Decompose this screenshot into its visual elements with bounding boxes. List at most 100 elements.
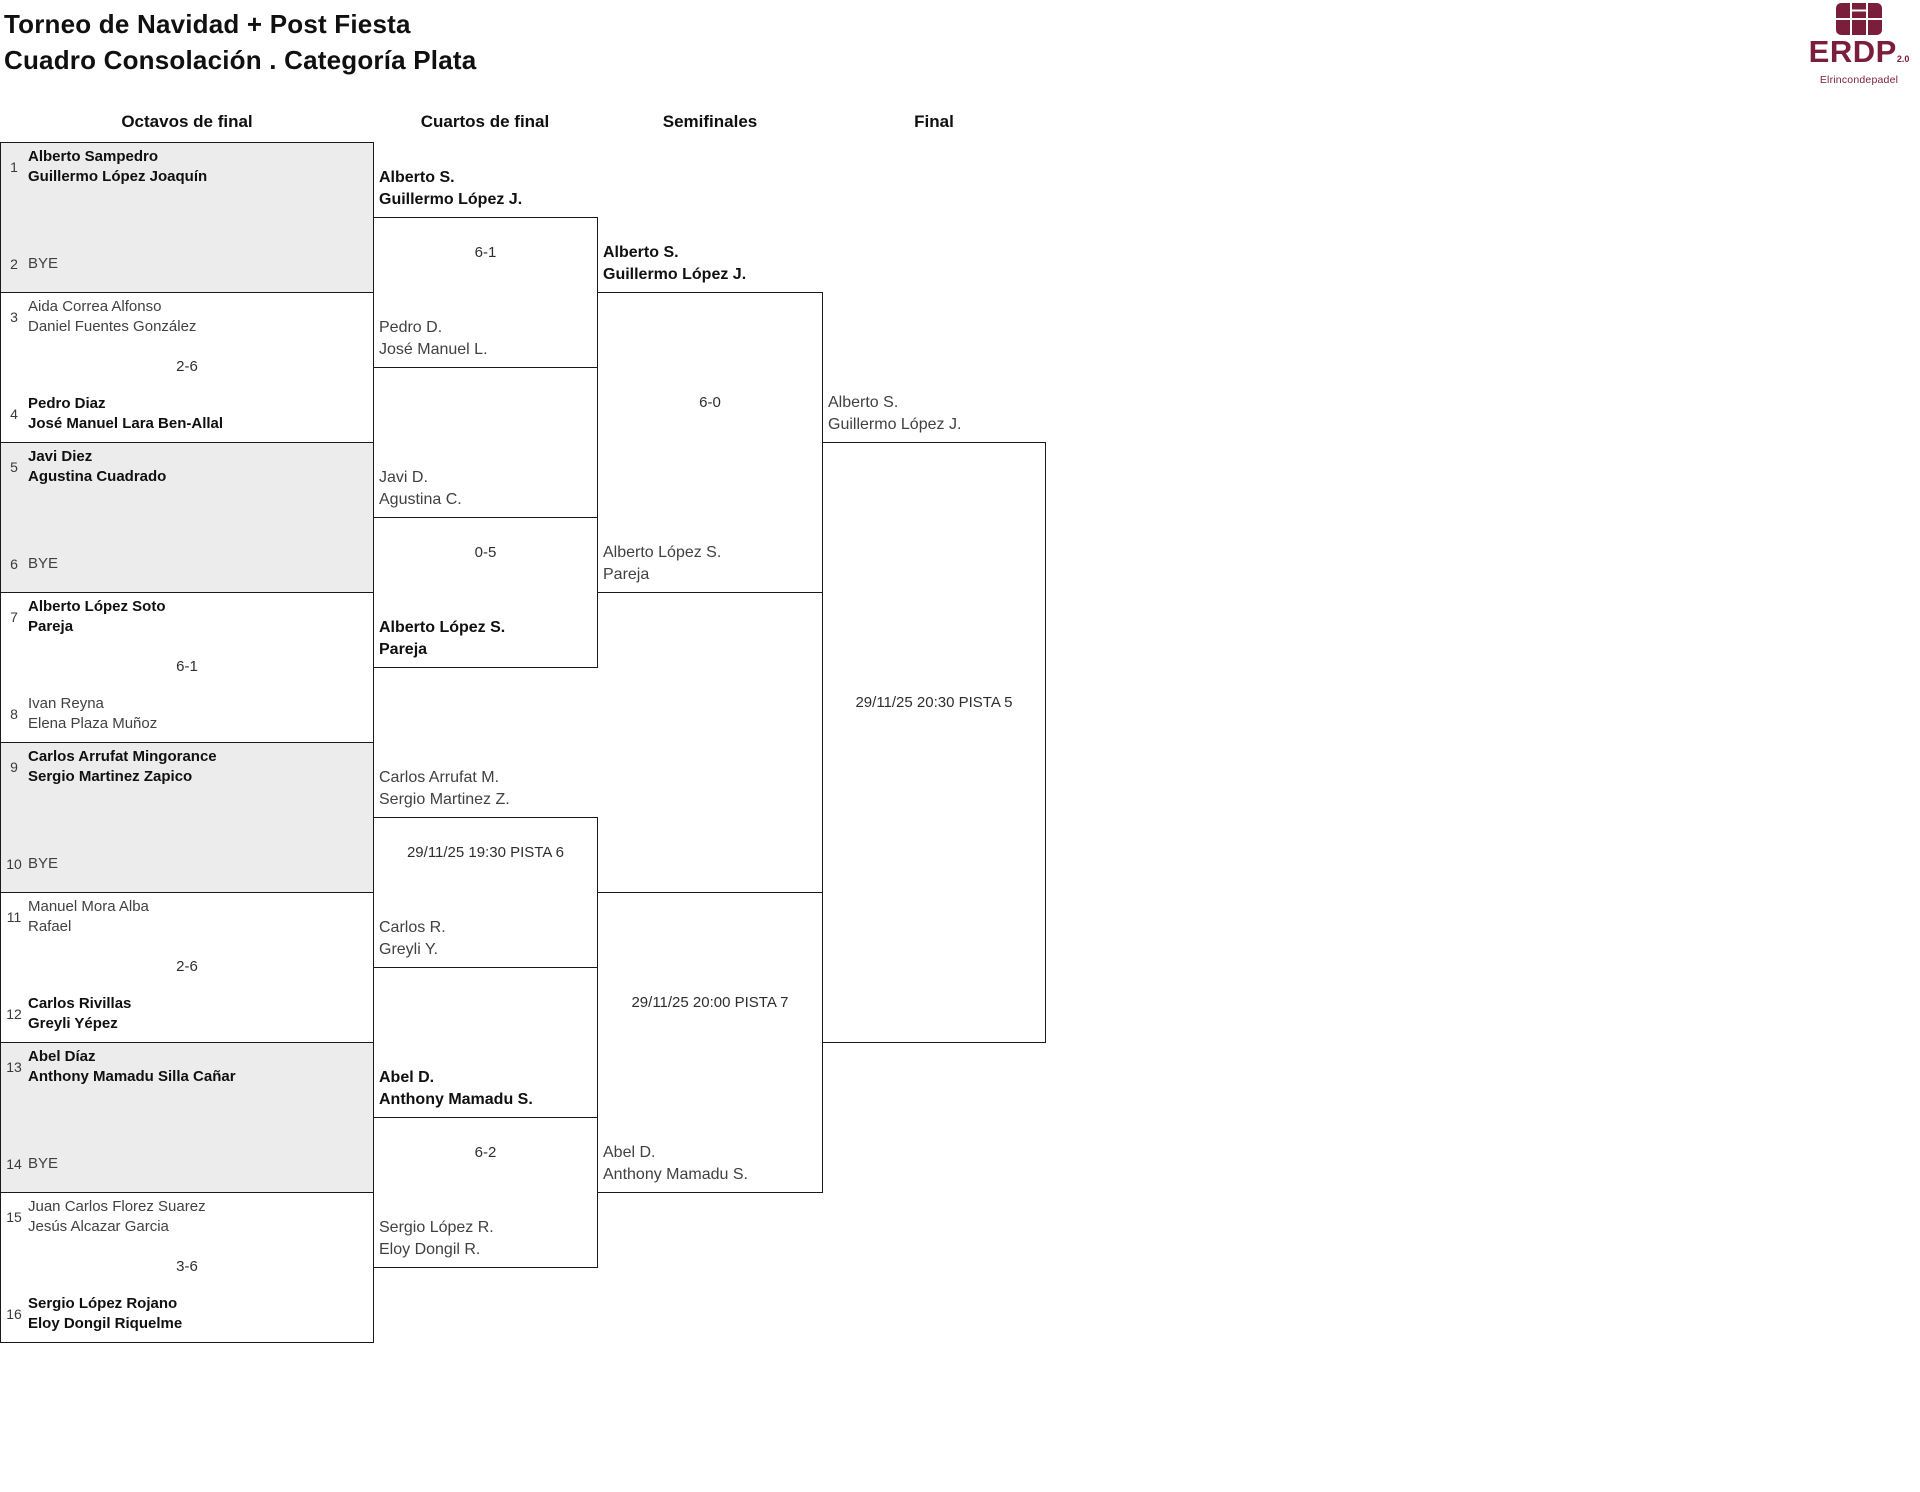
match-box-r16-1 <box>0 142 374 293</box>
participant-name: Greyli Y. <box>379 941 438 958</box>
team-name: Carlos Rivillas <box>28 995 132 1012</box>
match-score: 6-1 <box>474 244 497 261</box>
seed-label: 7 <box>10 609 18 625</box>
match-box-r16-8 <box>0 1192 374 1343</box>
team-name: Guillermo López Joaquín <box>28 168 208 185</box>
round-header-semifinales: Semifinales <box>662 112 758 131</box>
participant-name: Carlos Arrufat M. <box>379 769 500 786</box>
match-box-r16-5 <box>0 742 374 893</box>
participant-name: Pareja <box>379 641 428 658</box>
participant-name: Guillermo López J. <box>828 416 962 433</box>
match-box-sf-2 <box>597 892 823 1193</box>
seed-label: 2 <box>10 256 18 272</box>
seed-label: 3 <box>10 309 18 325</box>
brand-logo: ERDP2.0 Elrincondepadel <box>1800 3 1918 87</box>
participant-name: Pareja <box>603 566 650 583</box>
participant-name: Anthony Mamadu S. <box>603 1166 748 1183</box>
seed-label: 15 <box>6 1209 22 1225</box>
participant-name: Alberto S. <box>828 394 899 411</box>
team-name: Sergio Martinez Zapico <box>28 768 193 785</box>
team-name: Elena Plaza Muñoz <box>28 715 158 732</box>
seed-label: 14 <box>6 1156 22 1172</box>
team-name: Anthony Mamadu Silla Cañar <box>28 1068 236 1085</box>
participant-name: Javi D. <box>379 469 428 486</box>
team-name: Javi Diez <box>28 448 93 465</box>
team-name: Sergio López Rojano <box>28 1295 178 1312</box>
round-header-final: Final <box>914 112 954 131</box>
team-name: Rafael <box>28 918 72 935</box>
team-name: José Manuel Lara Ben-Allal <box>28 415 224 432</box>
participant-name: Anthony Mamadu S. <box>379 1091 533 1108</box>
participant-name: Pedro D. <box>379 319 443 336</box>
seed-label: 4 <box>10 406 18 422</box>
match-score: 0-5 <box>474 544 497 561</box>
team-name: Ivan Reyna <box>28 695 104 712</box>
seed-label: 1 <box>10 159 18 175</box>
match-box-r16-7 <box>0 1042 374 1193</box>
round-header-octavos: Octavos de final <box>121 112 253 131</box>
participant-name: José Manuel L. <box>379 341 488 358</box>
match-score: 3-6 <box>176 1258 198 1275</box>
participant-name: Alberto López S. <box>603 544 722 561</box>
team-name: BYE <box>28 255 59 272</box>
match-box-r16-2 <box>0 292 374 443</box>
team-name: Jesús Alcazar Garcia <box>28 1218 169 1235</box>
match-schedule: 29/11/25 19:30 PISTA 6 <box>406 844 565 861</box>
match-score: 2-6 <box>176 958 198 975</box>
seed-label: 10 <box>6 856 22 872</box>
team-name: Juan Carlos Florez Suarez <box>28 1198 206 1215</box>
match-schedule: 29/11/25 20:30 PISTA 5 <box>855 694 1013 711</box>
brand-name: ERDP2.0 <box>1808 34 1910 69</box>
seed-label: 11 <box>6 909 22 925</box>
brand-subtitle: Elrincondepadel <box>1819 74 1899 86</box>
participant-name: Sergio Martinez Z. <box>379 791 510 808</box>
team-name: Eloy Dongil Riquelme <box>28 1315 183 1332</box>
match-score: 6-1 <box>176 658 198 675</box>
participant-name: Alberto S. <box>603 244 679 261</box>
seed-label: 5 <box>10 459 18 475</box>
seed-label: 16 <box>6 1306 22 1322</box>
participant-name: Alberto S. <box>379 169 455 186</box>
match-schedule: 29/11/25 20:00 PISTA 7 <box>631 994 789 1011</box>
match-box-r16-6 <box>0 892 374 1043</box>
match-score: 2-6 <box>176 358 198 375</box>
team-name: Abel Díaz <box>28 1048 96 1065</box>
participant-name: Eloy Dongil R. <box>379 1241 481 1258</box>
match-score: 6-2 <box>474 1144 497 1161</box>
tournament-subtitle: Cuadro Consolación . Categoría Plata <box>4 45 477 75</box>
round-header-cuartos: Cuartos de final <box>420 112 550 131</box>
padel-court-icon <box>1836 3 1882 35</box>
seed-label: 6 <box>10 556 18 572</box>
team-name: Agustina Cuadrado <box>28 468 167 485</box>
match-score: 6-0 <box>699 394 721 411</box>
match-box-final <box>822 442 1046 1043</box>
seed-label: 9 <box>10 759 18 775</box>
team-name: BYE <box>28 555 59 572</box>
match-box-r16-4 <box>0 592 374 743</box>
team-name: Alberto López Soto <box>28 598 166 615</box>
participant-name: Guillermo López J. <box>379 191 523 208</box>
seed-label: 13 <box>6 1059 22 1075</box>
team-name: Aida Correa Alfonso <box>28 298 162 315</box>
participant-name: Alberto López S. <box>379 619 506 636</box>
team-name: BYE <box>28 1155 59 1172</box>
participant-name: Abel D. <box>603 1144 656 1161</box>
participant-name: Agustina C. <box>379 491 462 508</box>
match-box-qf-1 <box>373 217 598 368</box>
team-name: Daniel Fuentes González <box>28 318 197 335</box>
team-name: Manuel Mora Alba <box>28 898 149 915</box>
participant-name: Guillermo López J. <box>603 266 747 283</box>
brand-version: 2.0 <box>1896 54 1910 64</box>
team-name: Alberto Sampedro <box>28 148 159 165</box>
participant-name: Carlos R. <box>379 919 446 936</box>
match-box-sf-1 <box>597 292 823 593</box>
match-box-qf-2 <box>373 517 598 668</box>
tournament-title: Torneo de Navidad + Post Fiesta <box>4 9 411 39</box>
team-name: Greyli Yépez <box>28 1015 118 1032</box>
seed-label: 8 <box>10 706 18 722</box>
team-name: BYE <box>28 855 59 872</box>
team-name: Carlos Arrufat Mingorance <box>28 748 217 765</box>
team-name: Pareja <box>28 618 74 635</box>
participant-name: Abel D. <box>379 1069 435 1086</box>
